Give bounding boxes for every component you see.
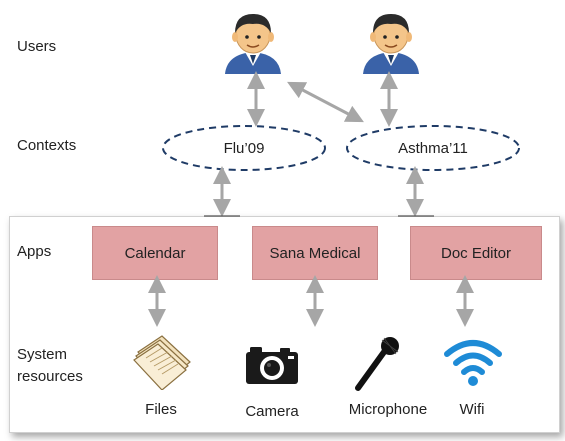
row-label-system: System: [17, 346, 68, 363]
resource-label-camera: Camera: [245, 403, 299, 420]
microphone-icon: [355, 337, 399, 391]
user-icon: [363, 14, 419, 74]
app-label: Doc Editor: [440, 244, 512, 262]
row-label-contexts: Contexts: [17, 137, 77, 154]
camera-icon: [246, 347, 298, 384]
resource-label-wifi: Wifi: [459, 401, 485, 418]
wifi-icon: [444, 340, 502, 386]
app-doc-editor: Doc Editor: [410, 226, 542, 280]
resource-label-files: Files: [145, 401, 177, 418]
context-label: Flu’09: [223, 139, 265, 157]
row-label-users: Users: [17, 38, 57, 55]
context-asthma11: Asthma’11: [345, 124, 521, 172]
app-label: Calendar: [124, 244, 186, 262]
context-flu09: Flu’09: [161, 124, 327, 172]
context-label: Asthma’11: [398, 139, 468, 157]
row-label-resources: resources: [17, 368, 83, 385]
resource-label-microphone: Microphone: [348, 401, 428, 418]
files-icon: [133, 335, 191, 390]
arrow-user1-asthma: [287, 81, 364, 123]
user-icon: [225, 14, 281, 74]
row-label-apps: Apps: [17, 243, 52, 260]
app-sana-medical: Sana Medical: [252, 226, 378, 280]
app-label: Sana Medical: [269, 244, 361, 262]
